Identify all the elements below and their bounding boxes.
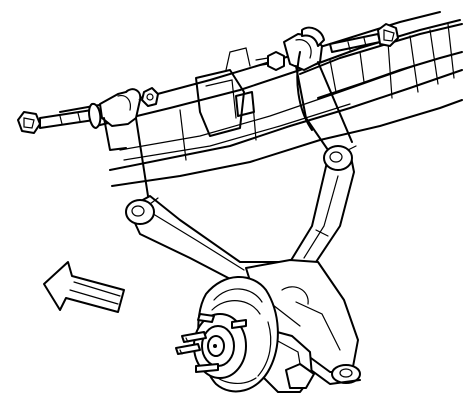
control-arm	[127, 151, 361, 385]
frame-crossmember	[59, 11, 463, 187]
frame-rail	[299, 23, 463, 99]
left-pivot-bolt	[17, 102, 102, 134]
right-pivot-bolt	[255, 23, 399, 71]
right-bushing	[323, 145, 357, 171]
forward-direction-arrow-icon	[43, 261, 125, 313]
right-frame-bracket	[283, 26, 353, 151]
left-bushing	[125, 197, 159, 225]
wheel-hub	[193, 313, 247, 379]
left-frame-bracket	[99, 87, 159, 197]
wheel-stud	[175, 313, 247, 373]
